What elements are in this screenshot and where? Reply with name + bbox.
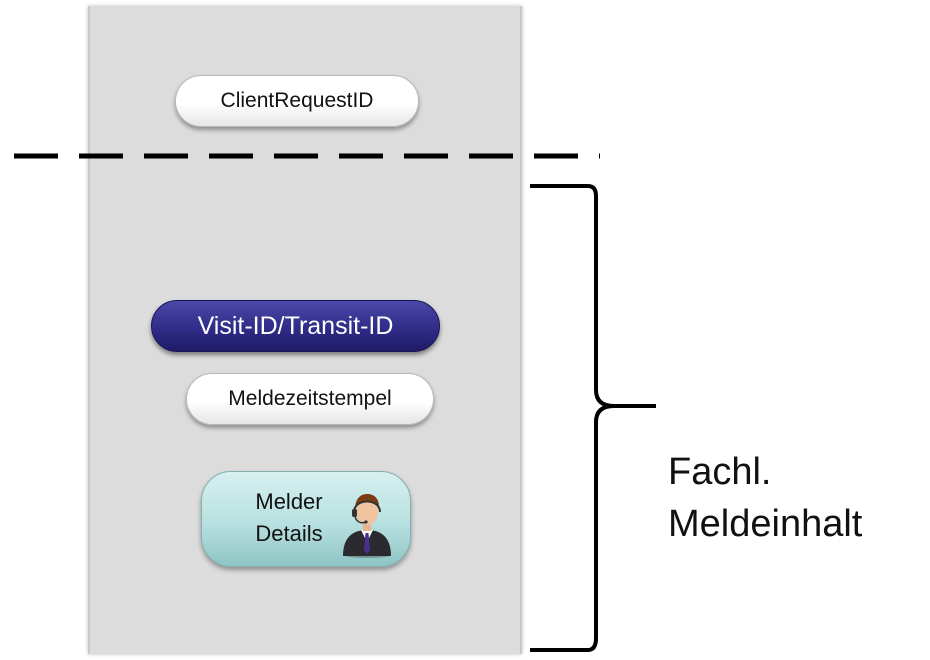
melder-line-1: Melder — [255, 489, 323, 514]
fachl-line-2: Meldeinhalt — [668, 503, 863, 545]
meldezeitstempel-field: Meldezeitstempel — [186, 373, 434, 425]
person-headset-icon — [343, 494, 391, 558]
client-request-id-label: ClientRequestID — [220, 89, 374, 112]
curly-brace — [530, 184, 656, 652]
melder-details-label: Melder Details — [234, 486, 344, 550]
visit-transit-id-field: Visit-ID/Transit-ID — [151, 300, 440, 352]
meldezeitstempel-label: Meldezeitstempel — [228, 387, 392, 410]
melder-details-box: Melder Details — [201, 471, 411, 567]
client-request-id-field: ClientRequestID — [175, 75, 419, 127]
visit-transit-id-label: Visit-ID/Transit-ID — [197, 311, 394, 340]
fachl-line-1: Fachl. — [668, 451, 772, 493]
melder-line-2: Details — [255, 521, 323, 546]
fachl-meldeinhalt-label: Fachl. Meldeinhalt — [668, 446, 862, 550]
